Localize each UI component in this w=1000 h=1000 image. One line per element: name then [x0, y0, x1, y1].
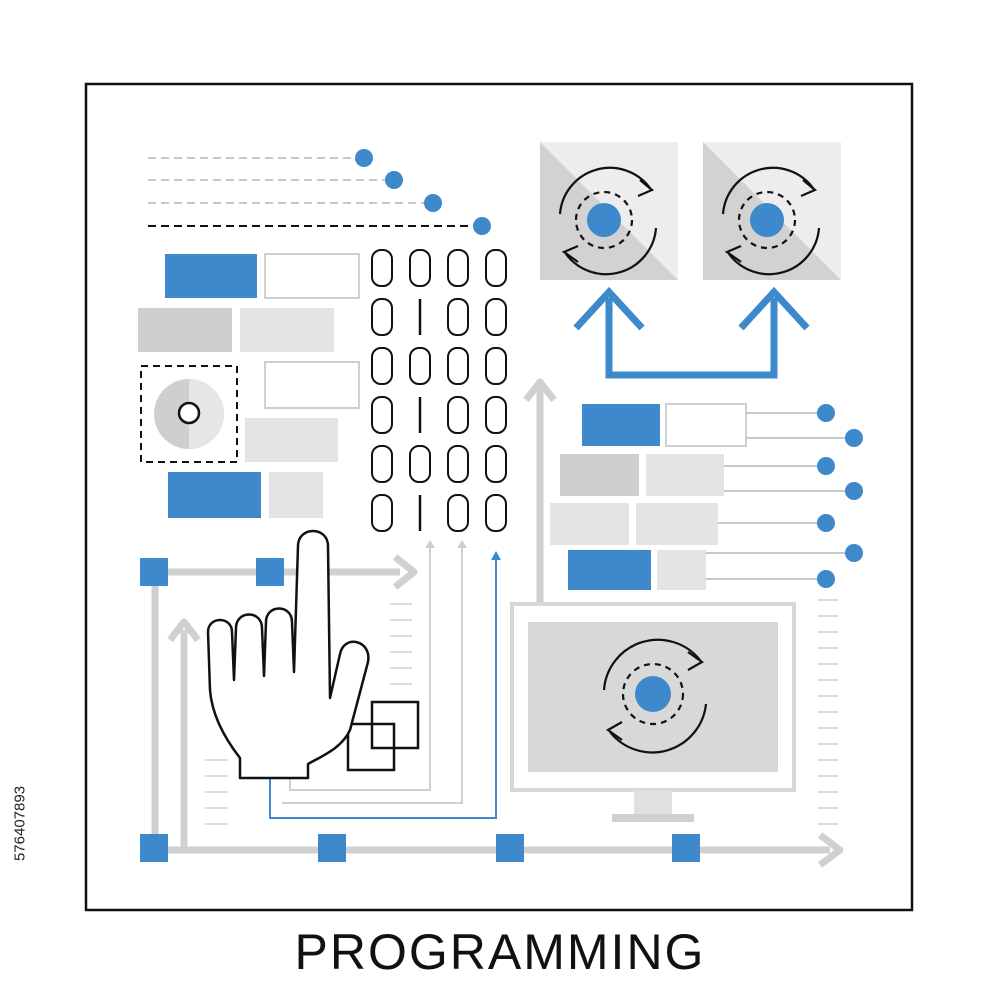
- binary-digit: 0: [485, 396, 507, 434]
- blue-fork-arrow: [573, 286, 810, 379]
- binary-digit: 0: [409, 445, 431, 483]
- binary-digit: 0: [371, 249, 393, 287]
- binary-digit: 0: [485, 249, 507, 287]
- refresh-target-icon: [558, 166, 821, 276]
- binary-digit: 0: [447, 396, 469, 434]
- monitor-icon: [510, 602, 796, 822]
- binary-code-grid: 000001000000010000000100: [371, 249, 507, 532]
- pointing-hand-icon: [206, 529, 370, 780]
- axis-node-squares: [140, 558, 700, 862]
- binary-digit: 0: [371, 347, 393, 385]
- binary-digit: 0: [371, 396, 393, 434]
- binary-digit: 0: [447, 249, 469, 287]
- binary-digit: 0: [485, 445, 507, 483]
- binary-digit: 0: [485, 298, 507, 336]
- dashed-connector-lines: [148, 149, 491, 235]
- caption-title: PROGRAMMING: [294, 924, 706, 980]
- binary-digit: 0: [447, 298, 469, 336]
- right-connector-lines: [706, 412, 846, 580]
- left-blocks: [138, 253, 360, 518]
- binary-digit: 0: [409, 347, 431, 385]
- cd-disc-icon: [140, 365, 238, 463]
- binary-digit: 0: [485, 494, 507, 532]
- binary-digit: 0: [447, 445, 469, 483]
- binary-digit: 0: [447, 347, 469, 385]
- overlapping-squares-icon: [346, 700, 420, 772]
- binary-digit: 0: [371, 445, 393, 483]
- binary-digit: 0: [485, 347, 507, 385]
- binary-digit: 0: [409, 249, 431, 287]
- stock-id-label: 576407893: [11, 785, 29, 862]
- right-connector-dots: [817, 404, 863, 588]
- monitor-refresh-icon: [602, 638, 708, 754]
- binary-digit: 0: [371, 494, 393, 532]
- binary-digit: 0: [447, 494, 469, 532]
- right-blocks: [550, 403, 747, 590]
- side-tick-marks: [205, 599, 838, 825]
- binary-digit: 0: [371, 298, 393, 336]
